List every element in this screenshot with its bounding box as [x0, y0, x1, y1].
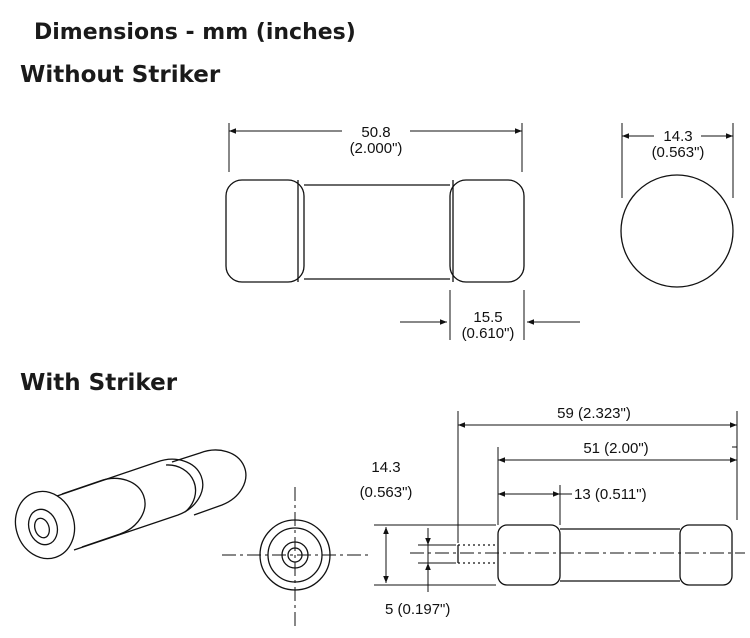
iso-front-face [14, 490, 76, 560]
fuse-barrel [56, 458, 204, 551]
cap-dimension: 15.5 (0.610") [400, 290, 580, 342]
body-length-label: 51 (2.00") [583, 440, 648, 457]
length-dimension: 50.8 (2.000") [228, 123, 523, 172]
length-mm-label: 50.8 [361, 124, 390, 141]
striker-cap-length-label: 13 (0.511") [574, 486, 647, 503]
cap-in-label: (0.610") [462, 325, 515, 342]
diameter-in-label: (0.563") [652, 144, 705, 161]
cap-mm-label: 15.5 [473, 309, 502, 326]
striker-left-cap [497, 524, 561, 586]
diameter-mm-label: 14.3 [663, 128, 692, 145]
end-view-circle [620, 174, 734, 288]
striker-end-view [222, 487, 368, 626]
striker-pin-diameter-label: 5 (0.197") [385, 601, 450, 618]
section-heading-without-striker: Without Striker [20, 62, 221, 88]
length-in-label: (2.000") [350, 140, 403, 157]
overall-length-label: 59 (2.323") [557, 405, 631, 422]
left-end-cap [225, 179, 305, 283]
striker-diameter-mm-label: 14.3 [371, 459, 400, 476]
striker-end-outer-circle [259, 519, 331, 591]
page-title: Dimensions - mm (inches) [34, 20, 356, 45]
section-heading-with-striker: With Striker [20, 370, 178, 396]
fuse-side-view [225, 179, 525, 283]
striker-pin-circle [287, 547, 303, 563]
fuse-end-view: 14.3 (0.563") [620, 123, 734, 288]
striker-diameter-in-label: (0.563") [360, 484, 413, 501]
fuse-isometric-view [14, 449, 247, 560]
striker-right-cap [679, 524, 733, 586]
striker-side-view: 59 (2.323") 51 (2.00") 13 (0.511") 14.3 … [360, 405, 745, 618]
right-end-cap [449, 179, 525, 283]
iso-right-cap [171, 449, 247, 516]
iso-striker-pin [34, 517, 50, 539]
